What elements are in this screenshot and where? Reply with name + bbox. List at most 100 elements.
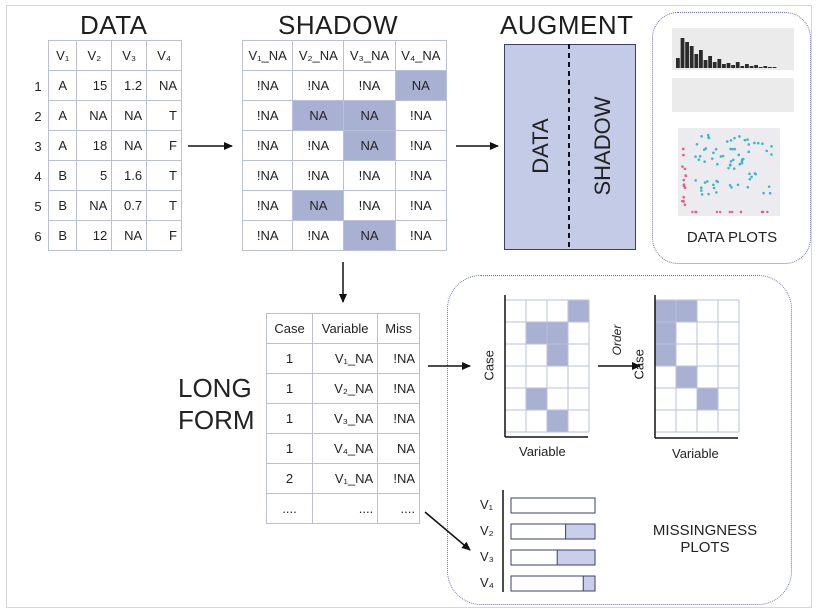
heatmap-cell-missing [675, 365, 698, 389]
heatmap-cell [567, 321, 590, 345]
shadow-column-header: V₂_NA [292, 40, 345, 71]
heatmap-cell [546, 365, 569, 389]
data-cell: F [146, 220, 182, 251]
scatter-point-missing [715, 210, 719, 214]
heatmap-cell [504, 321, 527, 345]
data-heading: DATA [80, 10, 148, 40]
heatmap-cell [675, 321, 698, 345]
shadow-column-header: V₁_NA [241, 40, 294, 71]
scatter-point [714, 147, 718, 151]
scatter-point-missing [682, 200, 685, 203]
scatter-point-missing [761, 210, 765, 214]
scatter-point-missing [682, 184, 686, 188]
heatmap-cell [675, 387, 698, 411]
shadow-cell-missing: NA [343, 100, 396, 131]
long-column-header: Variable [312, 313, 379, 344]
missingness-bar-label: V₂ [480, 523, 494, 538]
missingness-plots-region [447, 275, 792, 605]
shadow-cell: !NA [343, 190, 396, 221]
scatter-point [767, 185, 771, 188]
heatmap-cell [696, 321, 719, 345]
heatmap-cell [525, 299, 548, 323]
heatmap-cell [717, 409, 740, 433]
row-index-label: 5 [34, 199, 42, 214]
missingness-heatmap-unordered [504, 295, 590, 438]
heatmap-cell [717, 299, 740, 323]
scatter-point [753, 141, 756, 145]
histogram-bar [676, 58, 680, 68]
heatmap-cell-missing [525, 321, 548, 345]
scatter-point [699, 186, 703, 190]
scatter-panel [678, 128, 780, 216]
heatmap-cell-missing [696, 387, 719, 411]
long-cell: 2 [265, 463, 314, 494]
scatter-point [703, 181, 707, 184]
histogram-bar [689, 46, 694, 68]
histogram-bar [754, 65, 758, 68]
missingness-bar-missing [565, 523, 596, 540]
data-cell: 5 [76, 160, 113, 191]
histogram-bar [712, 62, 717, 68]
heatmap-cell [504, 343, 527, 367]
shadow-column-header: V₃_NA [343, 40, 396, 71]
heatmap-cell [567, 343, 590, 367]
missingness-bar-missing [556, 549, 596, 566]
long-column-header: Miss [377, 313, 420, 344]
shadow-heading: SHADOW [278, 10, 398, 40]
scatter-point-missing [683, 167, 687, 171]
missingness-bar-plot [510, 497, 596, 592]
scatter-point [736, 183, 740, 187]
histogram-bar [708, 56, 712, 68]
scatter-point [753, 172, 757, 175]
shadow-cell: !NA [394, 190, 448, 221]
variable-axis-label-2: Variable [672, 446, 719, 461]
scatter-point [746, 138, 749, 141]
long-form-label: LONG FORM [178, 372, 255, 436]
heatmap-cell [675, 343, 698, 367]
histogram-bar [694, 54, 699, 68]
scatter-point [733, 147, 737, 151]
scatter-point-missing [681, 165, 684, 168]
heatmap-cell [546, 299, 569, 323]
scatter-point [704, 147, 708, 150]
missingness-heatmap-ordered [654, 295, 740, 439]
shadow-cell: !NA [394, 220, 448, 251]
shadow-cell-missing: NA [343, 220, 396, 251]
data-cell: NA [111, 100, 148, 131]
shadow-table-row: !NA!NA!NA!NA [241, 160, 448, 191]
histogram-bar [749, 66, 754, 68]
scatter-point [750, 175, 753, 179]
scatter-point [716, 162, 719, 166]
missingness-bar-label: V₄ [480, 575, 494, 590]
heatmap-cell-missing [654, 343, 677, 367]
histogram-bar [745, 64, 749, 68]
augment-heading: AUGMENT [500, 10, 634, 40]
long-cell: .... [265, 493, 314, 524]
heatmap-cell-missing [546, 409, 569, 433]
scatter-point [738, 162, 742, 166]
scatter-point [707, 192, 710, 196]
scatter-point-missing [684, 174, 688, 178]
scatter-point [732, 167, 736, 170]
scatter-thumbnail [678, 128, 780, 216]
scatter-point [737, 153, 741, 157]
data-column-header: V₁ [47, 40, 78, 71]
heatmap-cell [696, 299, 719, 323]
scatter-point [715, 191, 718, 194]
histogram-bar [717, 59, 722, 68]
data-cell: B [47, 220, 78, 251]
scatter-point [748, 177, 752, 181]
row-index-label: 6 [34, 229, 42, 244]
scatter-point-missing [728, 210, 732, 214]
histogram-bar [763, 66, 768, 68]
long-cell: !NA [377, 403, 420, 434]
scatter-point-missing [683, 203, 687, 207]
scatter-point [700, 193, 704, 196]
data-cell: B [47, 160, 78, 191]
